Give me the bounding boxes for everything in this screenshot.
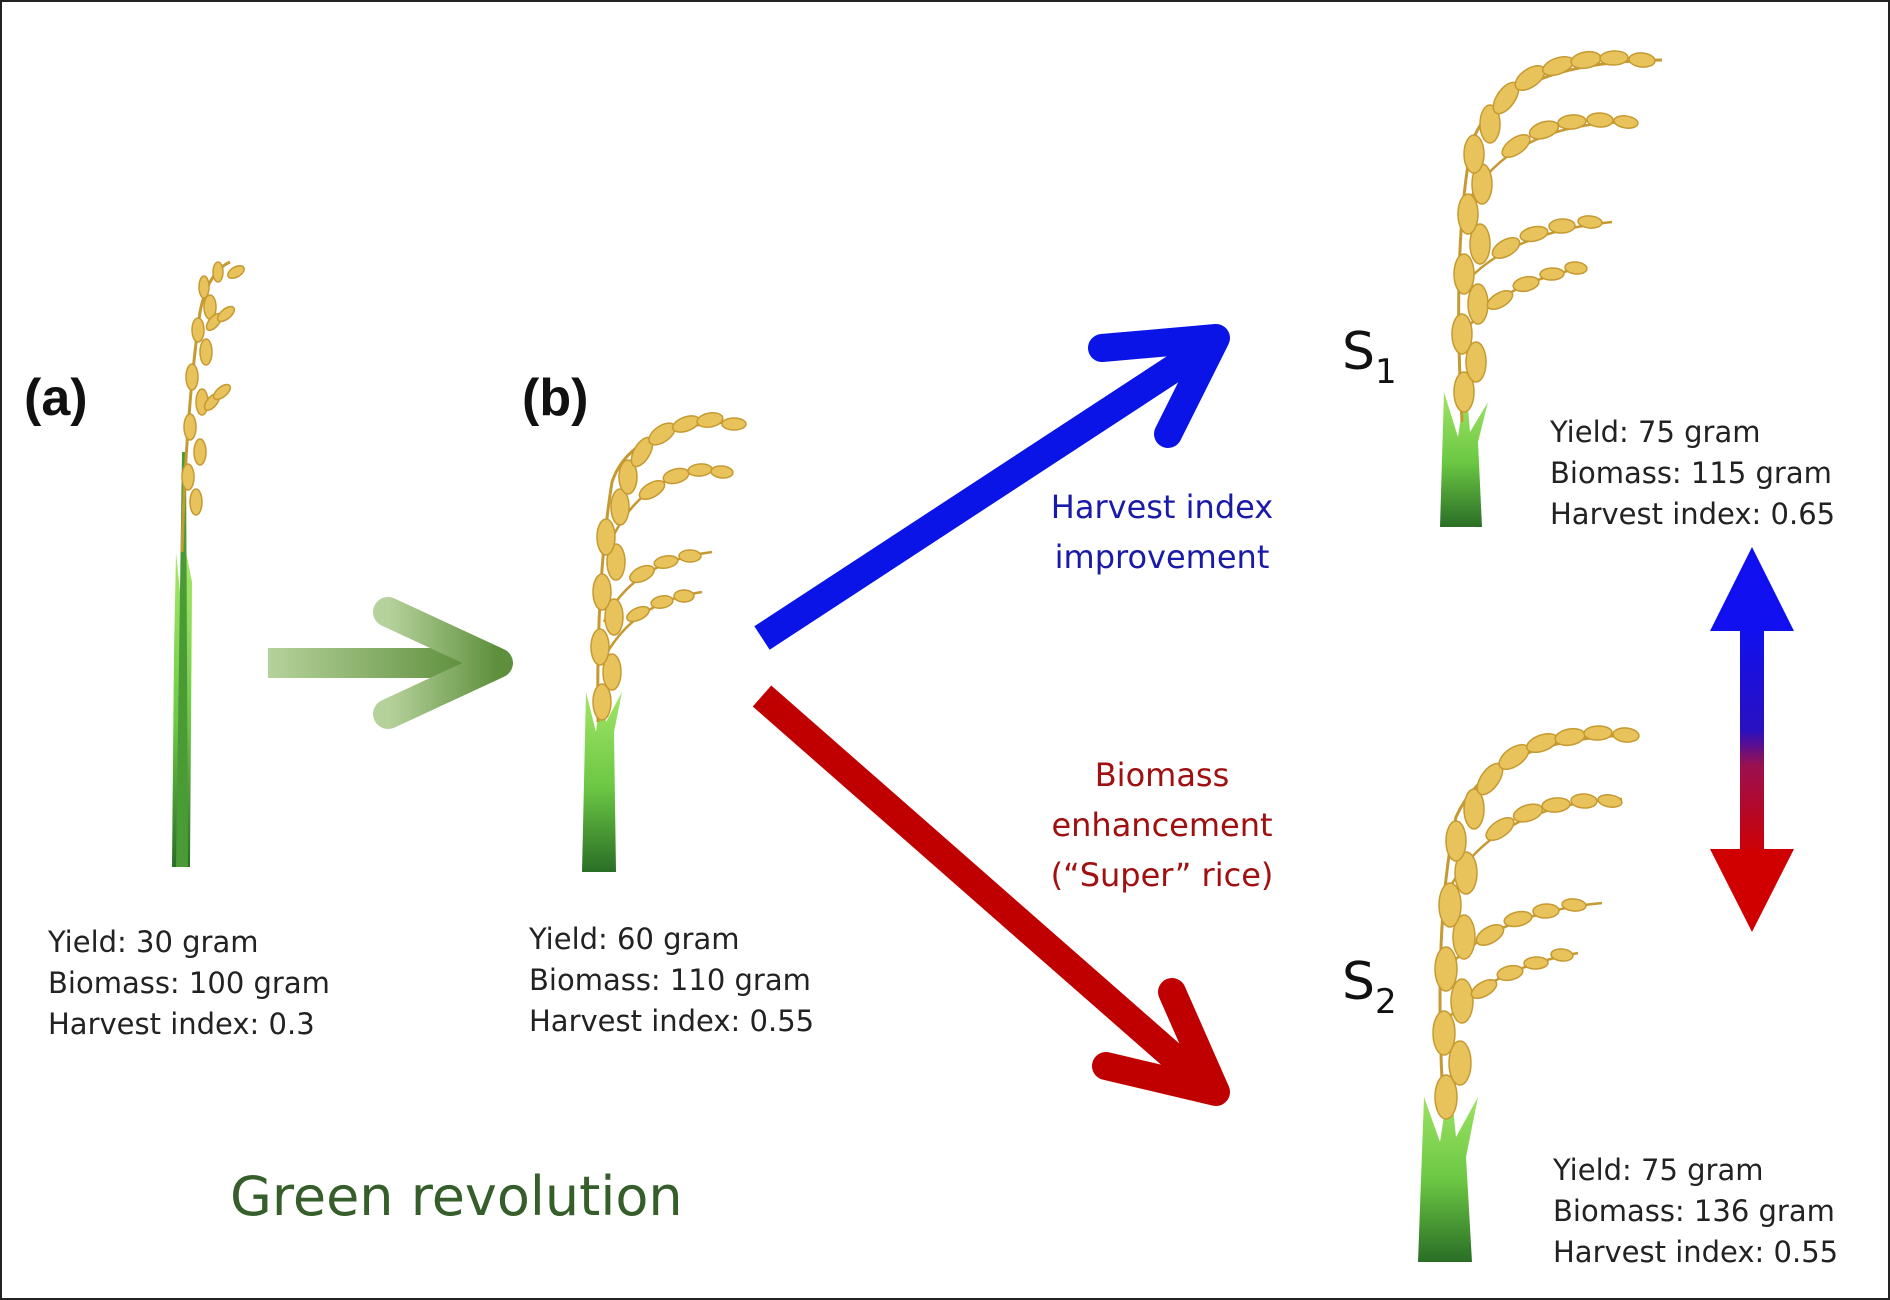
stat-biomass: Biomass: 110 gram bbox=[529, 963, 811, 997]
s1-label-sub: 1 bbox=[1375, 352, 1397, 392]
pathway-line: Harvest index bbox=[1050, 488, 1274, 526]
rice-plant-s1-icon bbox=[1440, 50, 1663, 527]
s2-label-main: S bbox=[1342, 952, 1376, 1012]
stat-biomass: Biomass: 136 gram bbox=[1553, 1194, 1835, 1228]
stat-harvest-index: Harvest index: 0.55 bbox=[1553, 1235, 1839, 1269]
rice-plant-s2-icon bbox=[1418, 725, 1640, 1262]
stats-panel-s1: Yield: 75 gram Biomass: 115 gram Harvest… bbox=[1550, 412, 1835, 535]
s1-label: S1 bbox=[1342, 322, 1397, 392]
panel-label-b: (b) bbox=[522, 369, 589, 427]
biomass-pathway-label: Biomass enhancement (“Super” rice) bbox=[1042, 750, 1282, 900]
stat-yield: Yield: 75 gram bbox=[1553, 1153, 1764, 1187]
pathway-line: enhancement bbox=[1051, 806, 1273, 844]
stat-yield: Yield: 60 gram bbox=[529, 922, 740, 956]
stats-panel-a: Yield: 30 gram Biomass: 100 gram Harvest… bbox=[48, 922, 330, 1045]
stat-biomass: Biomass: 115 gram bbox=[1550, 456, 1832, 490]
rice-plant-a-icon bbox=[172, 260, 245, 867]
pathway-line: (“Super” rice) bbox=[1050, 856, 1274, 894]
double-arrow-icon bbox=[1710, 547, 1794, 932]
rice-plant-b-icon bbox=[582, 411, 747, 872]
stat-biomass: Biomass: 100 gram bbox=[48, 966, 330, 1000]
s2-label: S2 bbox=[1342, 952, 1397, 1022]
stat-harvest-index: Harvest index: 0.65 bbox=[1550, 497, 1836, 531]
s2-label-sub: 2 bbox=[1375, 982, 1397, 1022]
green-revolution-arrow-icon bbox=[268, 597, 513, 729]
pathway-line: Biomass bbox=[1094, 756, 1230, 794]
stats-panel-b: Yield: 60 gram Biomass: 110 gram Harvest… bbox=[529, 919, 814, 1042]
stat-yield: Yield: 30 gram bbox=[48, 925, 259, 959]
stats-panel-s2: Yield: 75 gram Biomass: 136 gram Harvest… bbox=[1553, 1150, 1838, 1273]
green-revolution-label: Green revolution bbox=[230, 1165, 683, 1228]
panel-label-a: (a) bbox=[24, 369, 88, 427]
stat-yield: Yield: 75 gram bbox=[1550, 415, 1761, 449]
harvest-index-pathway-label: Harvest index improvement bbox=[1042, 482, 1282, 582]
stat-harvest-index: Harvest index: 0.3 bbox=[48, 1007, 315, 1041]
pathway-line: improvement bbox=[1054, 538, 1270, 576]
s1-label-main: S bbox=[1342, 322, 1376, 382]
stat-harvest-index: Harvest index: 0.55 bbox=[529, 1004, 815, 1038]
